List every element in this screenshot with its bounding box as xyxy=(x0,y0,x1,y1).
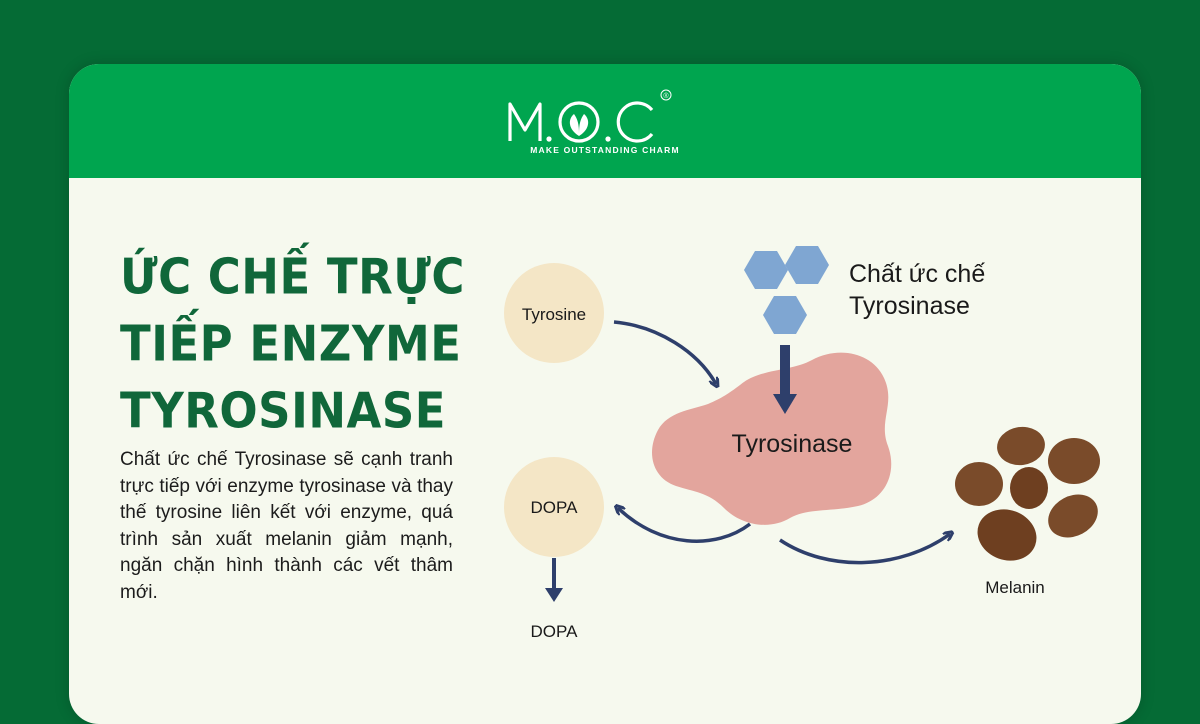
melanin-granule xyxy=(1010,467,1048,509)
melanin-granule xyxy=(997,426,1045,466)
title-line-2: TIẾP ENZYME xyxy=(120,315,462,373)
tyrosine-label: Tyrosine xyxy=(522,305,586,324)
inhibitor-arrowhead xyxy=(773,394,797,414)
melanin-granules xyxy=(955,426,1100,561)
enzyme-to-dopa-arrow xyxy=(618,508,752,543)
enzyme-to-melanin-arrow xyxy=(779,534,950,565)
infographic-card: ® MAKE OUTSTANDING CHARM ỨC CHẾ TRỰC TIẾ… xyxy=(69,64,1141,724)
dopa-circle-label: DOPA xyxy=(531,498,579,517)
logo-tagline: MAKE OUTSTANDING CHARM xyxy=(530,145,680,155)
tyrosinase-inhibition-diagram: Tyrosinase Tyrosine DOPA DOPA Chất ức ch… xyxy=(504,246,1100,641)
tyrosine-circle xyxy=(504,263,604,363)
registered-mark: ® xyxy=(663,92,669,100)
melanin-granule xyxy=(977,509,1037,561)
title-line-3: TYROSINASE xyxy=(120,382,446,440)
title-line-1: ỨC CHẾ TRỰC xyxy=(120,248,465,306)
logo-leaf-icon: ® xyxy=(508,89,672,143)
inhibitor-label-line-2: Tyrosinase xyxy=(849,292,970,320)
header-bar: ® MAKE OUTSTANDING CHARM xyxy=(69,64,1141,178)
inhibitor-label-line-1: Chất ức chế xyxy=(849,260,985,288)
inhibitor-hexagon-2 xyxy=(785,246,829,284)
melanin-granule xyxy=(1048,494,1098,538)
dopa-down-arrowhead xyxy=(545,588,563,602)
dopa-circle xyxy=(504,457,604,557)
tyrosinase-enzyme-shape xyxy=(652,352,892,525)
inhibitor-arrow-shaft xyxy=(780,345,790,397)
enzyme-label: Tyrosinase xyxy=(732,430,853,458)
melanin-label: Melanin xyxy=(985,578,1045,597)
melanin-granule xyxy=(1048,438,1100,484)
melanin-granule xyxy=(955,462,1003,506)
brand-logo: ® MAKE OUTSTANDING CHARM xyxy=(69,64,1141,178)
page-title: ỨC CHẾ TRỰC TIẾP ENZYME TYROSINASE xyxy=(120,244,500,445)
dopa-product-label: DOPA xyxy=(531,622,579,641)
tyrosine-to-enzyme-arrow xyxy=(613,320,716,384)
description-paragraph: Chất ức chế Tyrosinase sẽ cạnh tranh trự… xyxy=(120,449,453,603)
inhibitor-hexagon-1 xyxy=(744,251,788,289)
inhibitor-hexagon-3 xyxy=(763,296,807,334)
